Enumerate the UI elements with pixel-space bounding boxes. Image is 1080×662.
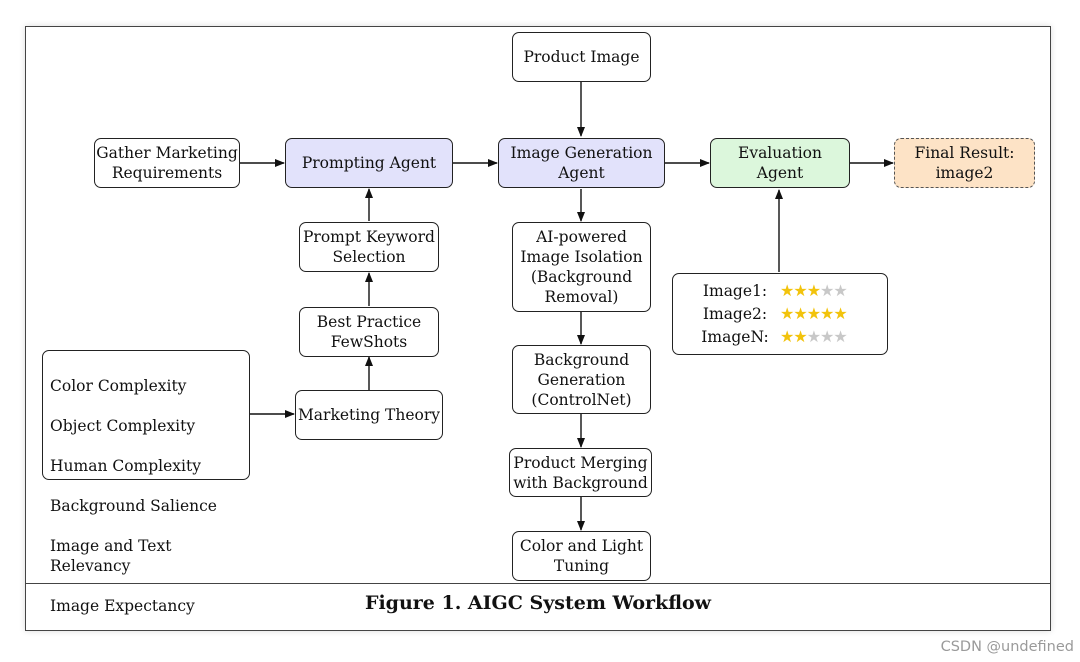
rating-label: Image1: (702, 282, 768, 300)
star-rating: ★★★★★ (780, 304, 848, 324)
rating-label: Image2: (702, 305, 768, 323)
rating-row: Image2: ★★★★★ (690, 303, 848, 326)
rating-row: ImageN: ★★★★★ (690, 326, 847, 349)
isolation-node: AI-powered Image Isolation (Background R… (512, 222, 651, 312)
complexity-factors-box: Color Complexity Object Complexity Human… (42, 350, 250, 615)
evaluation-agent-node: Evaluation Agent (710, 138, 850, 188)
star-filled-icon: ★ (806, 304, 821, 323)
star-filled-icon: ★ (833, 304, 847, 323)
rating-label: ImageN: (701, 328, 769, 346)
caption-divider (25, 583, 1051, 584)
prompting-agent-node: Prompting Agent (285, 138, 453, 188)
background-generation-node: Background Generation (ControlNet) (512, 345, 651, 414)
complexity-factor: Image and Text Relevancy (50, 537, 172, 575)
gather-marketing-node: Gather Marketing Requirements (94, 138, 240, 188)
star-filled-icon: ★ (793, 281, 807, 300)
product-image-node: Product Image (512, 32, 651, 82)
figure-caption: Figure 1. AIGC System Workflow (364, 592, 712, 614)
star-empty-icon: ★ (833, 281, 847, 300)
star-filled-icon: ★ (780, 281, 794, 300)
marketing-theory-node: Marketing Theory (295, 390, 443, 440)
star-filled-icon: ★ (780, 304, 794, 323)
star-filled-icon: ★ (793, 304, 807, 323)
prompt-keyword-node: Prompt Keyword Selection (299, 222, 439, 272)
star-filled-icon: ★ (780, 327, 794, 346)
star-rating: ★★★★★ (780, 327, 848, 347)
best-practice-node: Best Practice FewShots (299, 307, 439, 357)
complexity-factor: Human Complexity (50, 457, 201, 475)
star-empty-icon: ★ (833, 327, 847, 346)
rating-row: Image1: ★★★★★ (690, 280, 848, 303)
star-filled-icon: ★ (820, 304, 834, 323)
product-merging-node: Product Merging with Background (509, 448, 652, 497)
watermark: CSDN @undefined (940, 639, 1074, 655)
complexity-factor: Background Salience (50, 497, 217, 515)
complexity-factor: Image Expectancy (50, 597, 195, 615)
complexity-factor: Color Complexity (50, 377, 187, 395)
star-rating: ★★★★★ (780, 281, 848, 301)
star-empty-icon: ★ (820, 281, 834, 300)
star-filled-icon: ★ (793, 327, 807, 346)
final-result-node: Final Result: image2 (894, 138, 1035, 188)
star-empty-icon: ★ (820, 327, 834, 346)
ratings-box: Image1: ★★★★★ Image2: ★★★★★ ImageN: ★★★★… (672, 273, 888, 355)
color-light-node: Color and Light Tuning (512, 531, 651, 581)
image-generation-agent-node: Image Generation Agent (498, 138, 665, 188)
star-empty-icon: ★ (806, 327, 821, 346)
star-filled-icon: ★ (806, 281, 821, 300)
complexity-factor: Object Complexity (50, 417, 196, 435)
